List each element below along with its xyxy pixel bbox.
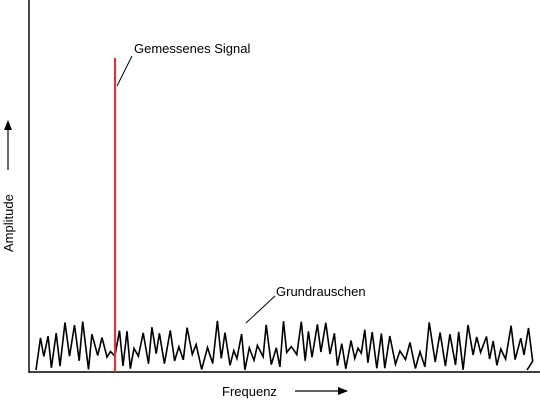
signal-label-leader <box>116 55 133 87</box>
noise-floor-trace <box>35 320 534 371</box>
noise-label: Grundrauschen <box>276 284 366 299</box>
noise-label-leader <box>245 295 276 324</box>
signal-label: Gemessenes Signal <box>134 41 250 56</box>
y-axis-label: Amplitude <box>1 194 16 252</box>
x-axis-label: Frequenz <box>222 384 277 399</box>
